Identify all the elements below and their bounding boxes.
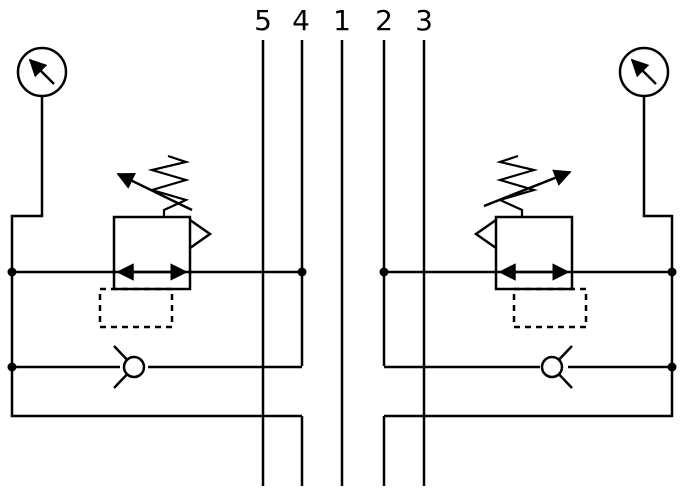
right-junction-dot	[667, 362, 677, 372]
left-check-valve-icon	[113, 345, 146, 389]
left-pressure-regulator-icon	[98, 154, 213, 329]
left-junction-dot	[7, 362, 17, 372]
right-circuit	[379, 46, 677, 418]
port-label-1: 1	[333, 4, 351, 37]
right-junction-dot	[667, 267, 677, 277]
right-outer-line	[384, 96, 674, 418]
right-pressure-gauge-icon	[618, 46, 670, 98]
port-label-4: 4	[292, 4, 310, 37]
left-junction-dot	[297, 267, 307, 277]
right-check-valve-icon	[540, 345, 573, 389]
right-junction-dot	[379, 267, 389, 277]
left-circuit	[7, 46, 307, 418]
port-label-2: 2	[375, 4, 393, 37]
left-junction-dot	[7, 267, 17, 277]
port-label-3: 3	[415, 4, 433, 37]
left-pressure-gauge-icon	[16, 46, 68, 98]
right-pressure-regulator-icon	[473, 154, 588, 329]
left-outer-line	[10, 96, 302, 418]
port-label-5: 5	[254, 4, 272, 37]
